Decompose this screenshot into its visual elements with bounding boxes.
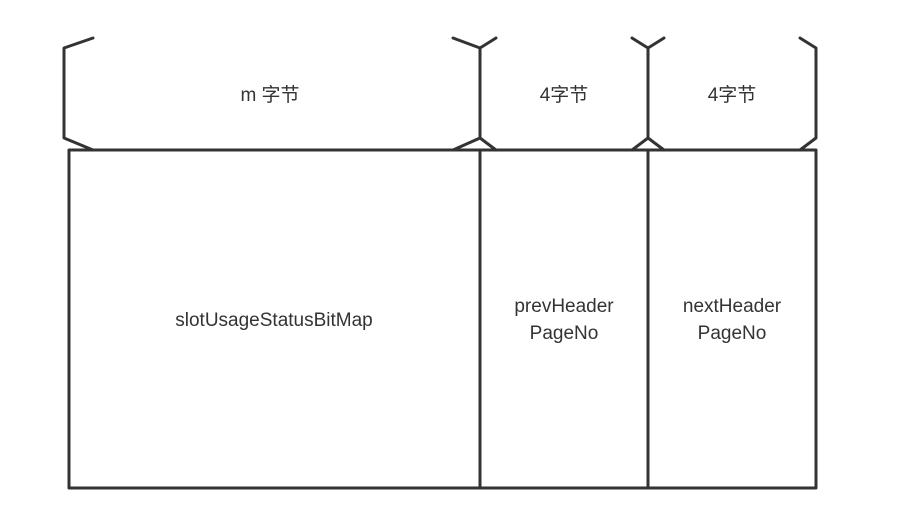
field-label-prev-line2: PageNo <box>530 323 599 344</box>
field-label-next-line2: PageNo <box>698 323 767 344</box>
field-label-bitmap: slotUsageStatusBitMap <box>175 310 373 331</box>
brace-label-bitmap: m 字节 <box>240 84 299 106</box>
brace-next-right <box>798 36 818 152</box>
brace-label-next: 4字节 <box>708 84 757 106</box>
field-boxes: slotUsageStatusBitMap prevHeader PageNo … <box>67 148 818 490</box>
brace-bitmap-right <box>451 36 482 152</box>
size-braces: m 字节 4字节 4字节 <box>62 36 818 152</box>
brace-prev-left <box>478 36 498 50</box>
field-box-prev-header-page-no <box>478 148 650 490</box>
field-box-next-header-page-no <box>646 148 818 490</box>
field-label-next-line1: nextHeader <box>683 296 782 317</box>
brace-prev-left-bottom <box>478 136 498 152</box>
field-label-prev-line1: prevHeader <box>514 296 614 317</box>
brace-next-left <box>646 36 666 50</box>
brace-label-prev: 4字节 <box>540 84 589 106</box>
brace-bitmap <box>62 36 95 152</box>
brace-prev-right <box>630 36 650 152</box>
brace-next-left-bottom <box>646 136 666 152</box>
